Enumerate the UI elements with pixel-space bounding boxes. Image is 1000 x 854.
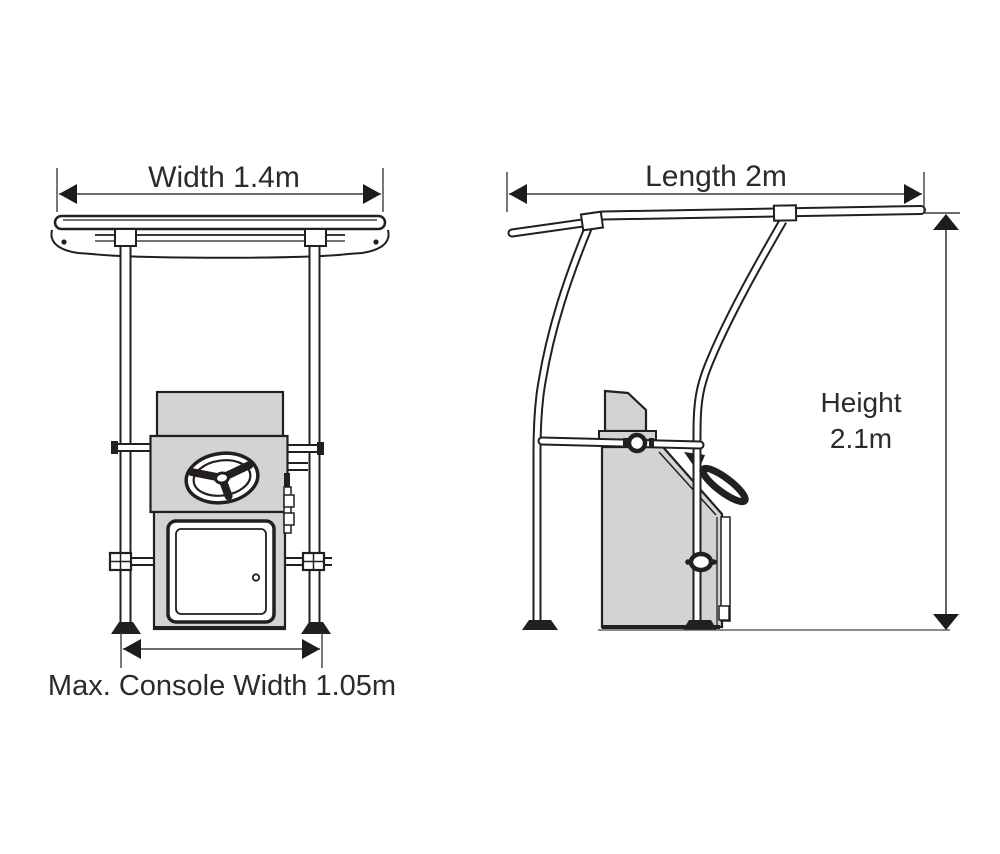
side-bracket-step-2 bbox=[283, 512, 295, 526]
front-view: Width 1.4m Max. Console Width 1.05m bbox=[48, 161, 396, 702]
front-right-foot bbox=[301, 622, 331, 634]
front-canopy-bolt-right bbox=[373, 239, 379, 245]
front-lower-clamp-right bbox=[301, 551, 326, 572]
side-console-rear-hinge bbox=[718, 605, 730, 621]
length-dim-arrow-right bbox=[904, 184, 922, 204]
front-right-leg-bracket bbox=[304, 228, 327, 247]
length-dim-label: Length 2m bbox=[645, 160, 787, 193]
side-bracket-step-1 bbox=[283, 494, 295, 508]
side-canopy-joint-rear bbox=[772, 204, 798, 222]
console-width-arrow-left bbox=[123, 639, 141, 659]
side-windscreen bbox=[603, 389, 648, 433]
console-door-knob bbox=[251, 573, 261, 582]
front-canopy-bolt-left bbox=[61, 239, 67, 245]
side-support-bar-tube bbox=[539, 438, 703, 448]
side-bracket-strip bbox=[283, 486, 292, 534]
front-console-side-bracket bbox=[283, 473, 295, 534]
front-left-leg-bracket bbox=[114, 228, 137, 247]
width-dim-label: Width 1.4m bbox=[148, 161, 300, 194]
front-lower-clamp-left bbox=[108, 551, 133, 572]
bar-clamp-nub-right bbox=[649, 438, 654, 448]
console-width-label: Max. Console Width 1.05m bbox=[48, 670, 396, 702]
console-door bbox=[166, 519, 276, 624]
bar-clamp-ring bbox=[626, 432, 648, 454]
steering-wheel-front bbox=[184, 451, 260, 505]
side-canopy bbox=[507, 204, 926, 238]
leg-clamp-ring bbox=[688, 551, 714, 573]
side-support-bar bbox=[537, 432, 705, 454]
side-console bbox=[598, 389, 731, 629]
front-upper-clamp-left bbox=[111, 441, 118, 454]
side-view: Length 2m Height 2.1m bbox=[506, 160, 960, 631]
height-dim-arrow-down bbox=[933, 614, 959, 630]
console-door-panel bbox=[175, 528, 267, 615]
side-front-foot bbox=[522, 620, 558, 630]
height-dim-label-line1: Height bbox=[821, 387, 902, 418]
width-dimension: Width 1.4m bbox=[56, 161, 384, 212]
height-dim-arrow-up bbox=[933, 214, 959, 230]
side-rear-foot bbox=[683, 620, 717, 630]
side-front-leg-tube bbox=[534, 225, 592, 621]
width-dim-arrow-right bbox=[363, 184, 381, 204]
side-console-rear-panel bbox=[720, 516, 731, 622]
side-console-slant-inner bbox=[658, 451, 717, 516]
front-canopy-tube bbox=[53, 214, 387, 231]
length-dim-arrow-left bbox=[509, 184, 527, 204]
height-dim-label-line2: 2.1m bbox=[830, 423, 892, 454]
side-canopy-tube bbox=[600, 207, 924, 219]
side-canopy-joint-front bbox=[579, 210, 605, 232]
bar-clamp-nub-left bbox=[623, 438, 628, 448]
height-dimension: Height 2.1m bbox=[821, 212, 960, 630]
steering-wheel-side bbox=[699, 464, 749, 506]
front-console-windscreen bbox=[155, 390, 285, 438]
side-rear-leg-tube bbox=[694, 219, 786, 622]
console-width-dimension: Max. Console Width 1.05m bbox=[48, 633, 396, 702]
side-leg-clamp bbox=[685, 551, 717, 573]
side-front-leg bbox=[532, 224, 594, 621]
side-rear-leg bbox=[692, 218, 787, 622]
front-upper-clamp-right bbox=[317, 442, 324, 455]
width-dim-arrow-left bbox=[59, 184, 77, 204]
length-dimension: Length 2m bbox=[506, 160, 925, 212]
front-console bbox=[149, 390, 295, 631]
front-left-foot bbox=[111, 622, 141, 634]
front-lower-crossbars bbox=[108, 551, 332, 572]
console-width-arrow-right bbox=[302, 639, 320, 659]
side-front-leg-outline bbox=[532, 224, 594, 621]
steering-wheel-hub bbox=[214, 471, 230, 485]
side-bracket-block bbox=[284, 473, 290, 487]
